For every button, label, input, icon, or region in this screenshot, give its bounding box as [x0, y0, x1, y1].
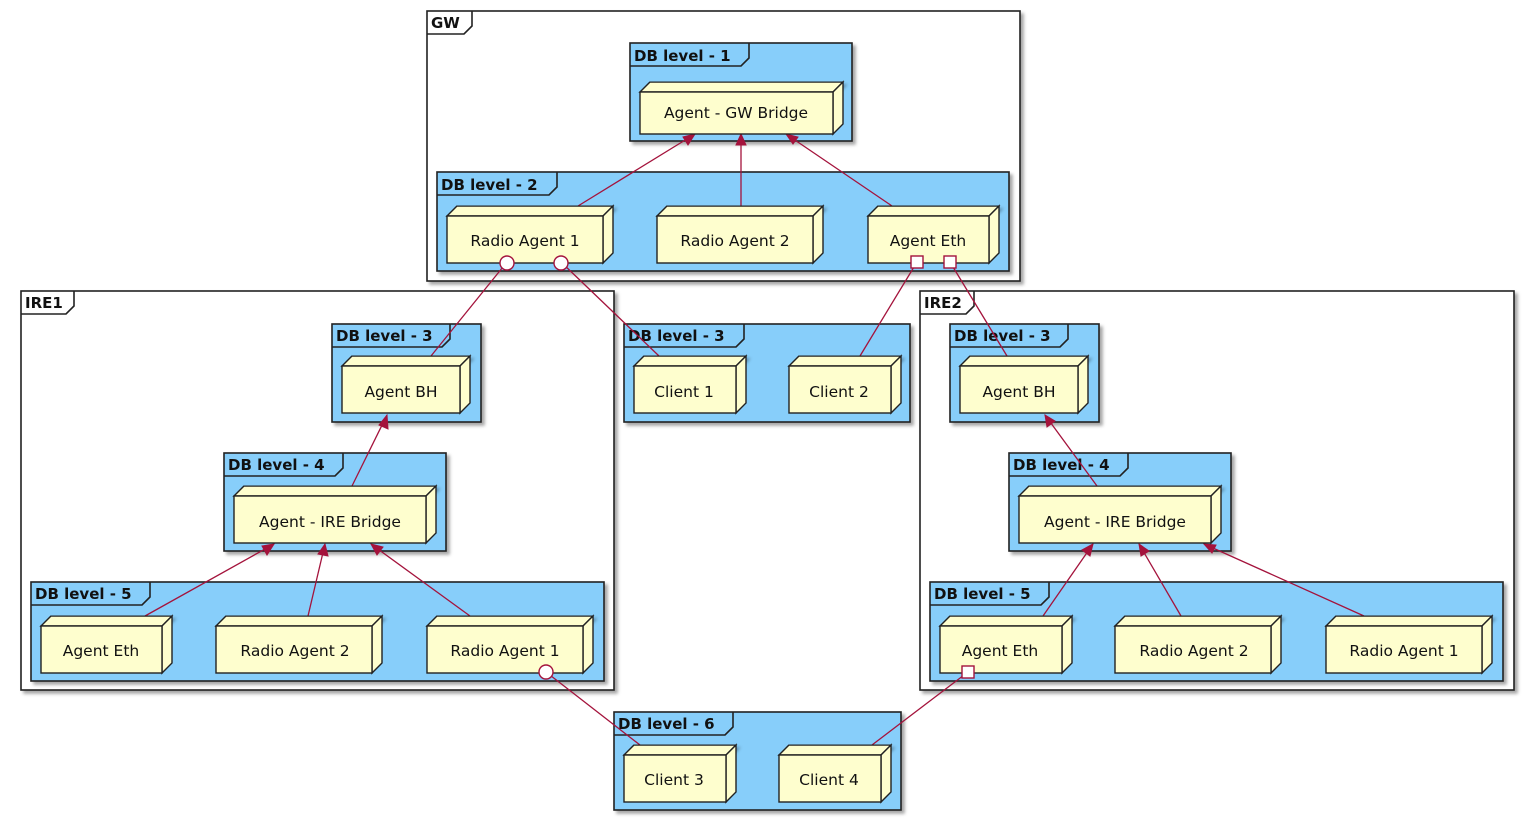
node-ire1-radio-agent-2[interactable]: Radio Agent 2 — [214, 614, 384, 675]
edge-ire2-eth-to-bridge — [1042, 543, 1094, 617]
package-label: DB level - 3 — [628, 327, 725, 345]
node-label: Radio Agent 2 — [240, 642, 349, 660]
node-label: Agent Eth — [890, 232, 967, 250]
node-label: Agent BH — [982, 383, 1055, 401]
package-label: DB level - 6 — [618, 715, 715, 733]
node-label: Agent - IRE Bridge — [259, 513, 401, 531]
package-label: DB level - 5 — [934, 585, 1031, 603]
node-label: Agent Eth — [962, 642, 1039, 660]
package-label: DB level - 1 — [634, 47, 731, 65]
edge-ire1-radio2-to-bridge — [307, 543, 326, 617]
node-label: Agent Eth — [63, 642, 140, 660]
node-label: Agent - IRE Bridge — [1044, 513, 1186, 531]
node-label: Agent BH — [364, 383, 437, 401]
arrow-icon — [317, 542, 329, 557]
arrow-icon — [1138, 542, 1150, 557]
node-label: Radio Agent 1 — [470, 232, 579, 250]
node-ire1-bridge[interactable]: Agent - IRE Bridge — [232, 484, 438, 545]
arrow-icon — [1044, 414, 1056, 428]
node-ire1-agent-bh[interactable]: Agent BH — [340, 354, 472, 415]
node-ire2-agent-bh[interactable]: Agent BH — [958, 354, 1090, 415]
arrow-icon — [261, 543, 276, 556]
edge-gw-radio1-to-client1 — [560, 261, 660, 357]
edge-gw-radio1-to-ire1-bh — [430, 261, 508, 357]
node-ire2-bridge[interactable]: Agent - IRE Bridge — [1017, 484, 1223, 545]
edge-ire1-radio1-to-bridge — [370, 543, 471, 617]
edge-ire2-radio2-to-bridge — [1138, 543, 1182, 617]
arrow-icon — [378, 413, 389, 430]
node-ire2-agent-eth[interactable]: Agent Eth — [938, 614, 1074, 675]
arrow-icon — [1202, 543, 1217, 554]
arrow-icon — [1081, 543, 1094, 557]
edge-ire1-bridge-to-bh — [351, 414, 388, 487]
package-label: DB level - 5 — [35, 585, 132, 603]
frame-ire1-label: IRE1 — [25, 294, 63, 312]
frame-ire2-label: IRE2 — [924, 294, 962, 312]
node-label: Radio Agent 2 — [1139, 642, 1248, 660]
node-label: Client 1 — [654, 383, 714, 401]
port-circle-icon — [553, 255, 569, 271]
node-client-2[interactable]: Client 2 — [787, 354, 903, 415]
edge-gw-eth-to-client2 — [859, 261, 918, 357]
arrow-icon — [682, 133, 697, 146]
package-label: DB level - 3 — [954, 327, 1051, 345]
package-label: DB level - 4 — [228, 456, 325, 474]
node-label: Radio Agent 1 — [450, 642, 559, 660]
edge-ire2-eth-to-client4 — [871, 671, 969, 746]
node-gw-agent-eth[interactable]: Agent Eth — [866, 204, 1001, 265]
node-ire2-radio-agent-2[interactable]: Radio Agent 2 — [1113, 614, 1283, 675]
package-label: DB level - 2 — [441, 176, 538, 194]
node-client-4[interactable]: Client 4 — [777, 743, 893, 804]
nodes: Agent - GW Bridge Radio Agent 1 Radio Ag… — [39, 80, 1494, 804]
port-circle-icon — [499, 255, 515, 271]
node-label: Radio Agent 1 — [1349, 642, 1458, 660]
node-label: Client 2 — [809, 383, 869, 401]
node-label: Radio Agent 2 — [680, 232, 789, 250]
node-client-1[interactable]: Client 1 — [632, 354, 748, 415]
ports — [499, 255, 975, 680]
port-square-icon — [943, 255, 957, 269]
package-label: DB level - 4 — [1013, 456, 1110, 474]
port-circle-icon — [538, 664, 554, 680]
port-square-icon — [961, 665, 975, 679]
node-label: Client 3 — [644, 771, 704, 789]
frame-gw-label: GW — [431, 14, 460, 32]
arrow-icon — [784, 133, 799, 145]
node-ire1-radio-agent-1[interactable]: Radio Agent 1 — [425, 614, 595, 675]
edge-gw-eth-to-ire2-bh — [949, 261, 1008, 357]
edge-eth-to-gw-bridge — [785, 133, 893, 207]
node-ire1-agent-eth[interactable]: Agent Eth — [39, 614, 174, 675]
edges — [144, 132, 1365, 746]
node-gw-bridge[interactable]: Agent - GW Bridge — [638, 80, 845, 136]
package-label: DB level - 3 — [336, 327, 433, 345]
port-square-icon — [910, 255, 924, 269]
arrow-icon — [735, 132, 747, 146]
edge-ire1-eth-to-bridge — [144, 543, 275, 617]
node-label: Agent - GW Bridge — [664, 104, 808, 122]
node-ire2-radio-agent-1[interactable]: Radio Agent 1 — [1324, 614, 1494, 675]
node-gw-radio-agent-1[interactable]: Radio Agent 1 — [445, 204, 615, 265]
edge-ire1-radio1-to-client3 — [545, 671, 641, 746]
arrow-icon — [370, 543, 384, 556]
edge-radio1-to-gw-bridge — [577, 133, 696, 207]
node-client-3[interactable]: Client 3 — [622, 743, 738, 804]
edge-ire2-bridge-to-bh — [1044, 414, 1098, 487]
node-gw-radio-agent-2[interactable]: Radio Agent 2 — [655, 204, 825, 265]
node-label: Client 4 — [799, 771, 859, 789]
edge-ire2-radio1-to-bridge — [1203, 543, 1365, 617]
